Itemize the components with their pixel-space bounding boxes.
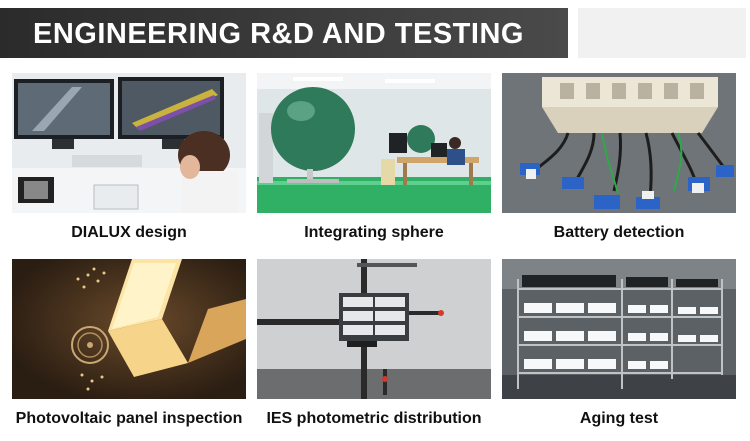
dialux-design-photo (12, 73, 246, 213)
card-caption: Integrating sphere (304, 224, 444, 241)
aging-test-photo (502, 259, 736, 399)
card-caption: DIALUX design (71, 224, 187, 241)
card-caption: Aging test (579, 410, 659, 427)
battery-detection-photo (502, 73, 736, 213)
banner-accent-block (578, 8, 746, 58)
card-caption: Photovoltaic panel inspection (15, 410, 243, 427)
photovoltaic-panel-photo (12, 259, 246, 399)
header-banner: ENGINEERING R&D AND TESTING (0, 8, 568, 58)
card-caption: IES photometric distribution (266, 410, 482, 427)
ies-photometric-photo (257, 259, 491, 399)
integrating-sphere-photo (257, 73, 491, 213)
page-title: ENGINEERING R&D AND TESTING (33, 18, 524, 50)
card-caption: Battery detection (553, 224, 685, 241)
